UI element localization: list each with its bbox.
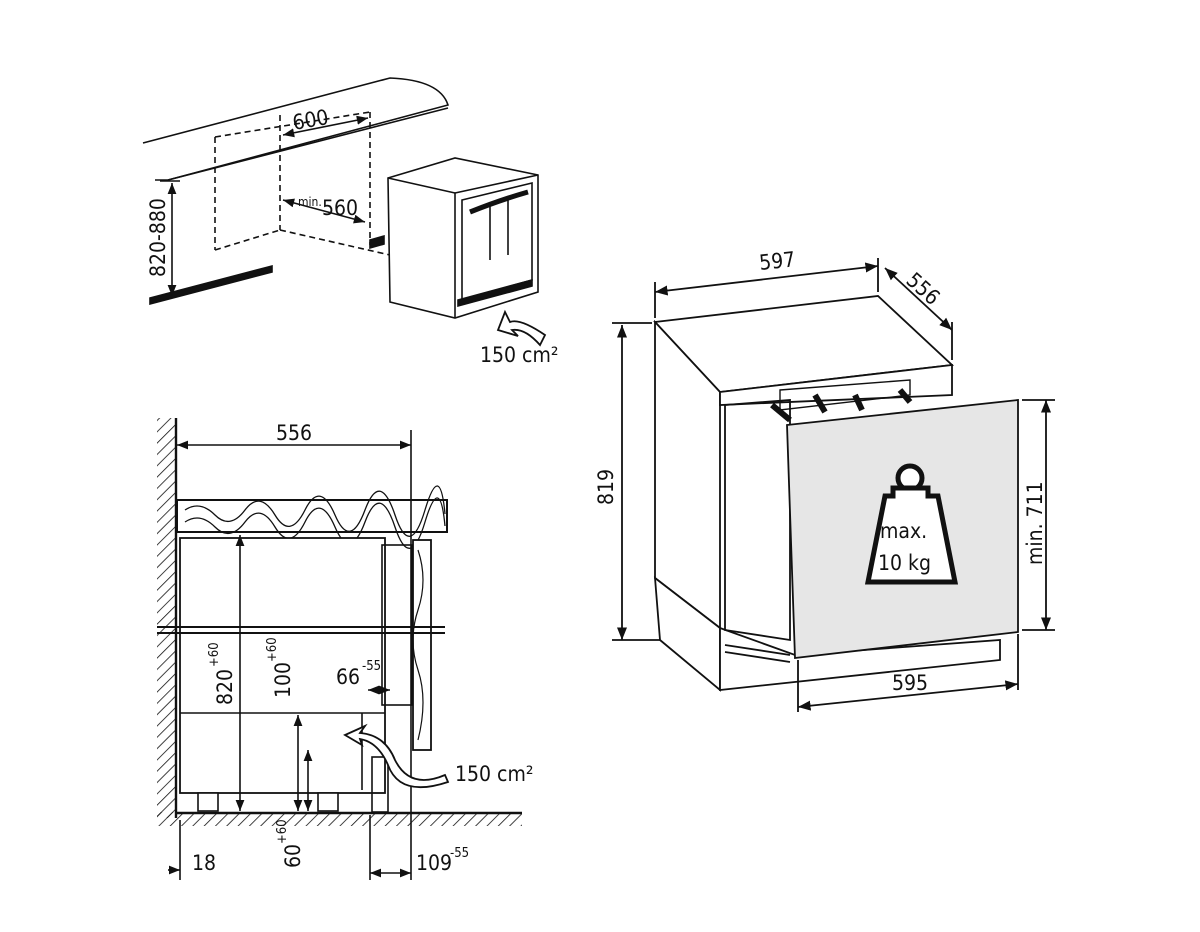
label-door-width: 595 — [892, 671, 928, 695]
ventilation-arrow-top — [496, 309, 547, 347]
label-depth-side: 556 — [276, 421, 312, 445]
wall-hatch — [157, 418, 175, 818]
side-section-view — [157, 418, 522, 880]
appliance-perspective-view — [612, 258, 1055, 712]
label-height-base: 820 — [213, 669, 237, 705]
label-foot-offset: 18 — [192, 851, 216, 875]
worktop-outline — [142, 77, 450, 181]
plinth-panel-section — [371, 756, 389, 813]
label-ventilation-side: 150 cm² — [455, 762, 533, 786]
foot-rear — [317, 792, 339, 812]
label-gap-base: 66 — [336, 665, 360, 689]
label-foot-height-tol: +60 — [275, 819, 290, 844]
dim-line-560 — [282, 198, 366, 224]
label-width: 597 — [758, 247, 796, 275]
label-door-height: min. 711 — [1023, 481, 1047, 565]
niche-perspective-view — [142, 77, 547, 347]
label-plinth-tol: +60 — [265, 637, 280, 662]
dim-line-595 — [797, 680, 1019, 711]
label-max-load-line2: 10 kg — [878, 551, 931, 575]
label-height-tol: +60 — [207, 642, 222, 667]
label-niche-height: 820-880 — [146, 198, 170, 277]
ventilation-arrow-side — [343, 723, 450, 789]
label-back-tol: -55 — [450, 846, 469, 861]
weight-icon — [864, 463, 959, 585]
dim-line-600 — [282, 115, 369, 138]
label-depth: 556 — [902, 268, 945, 310]
label-back-base: 109 — [416, 851, 452, 875]
worktop-section — [176, 499, 448, 533]
floor-hatch — [157, 812, 522, 826]
label-min: min. — [298, 195, 322, 209]
foot-front — [197, 792, 219, 812]
dim-line-597 — [654, 262, 879, 296]
cabinet-body-section — [179, 537, 386, 794]
label-max-load-line1: max. — [880, 519, 927, 543]
dim-line-556-right — [884, 267, 953, 331]
label-height: 819 — [594, 469, 618, 505]
label-plinth-base: 100 — [271, 662, 295, 698]
label-min-depth: 560 — [322, 196, 358, 220]
label-foot-height-base: 60 — [281, 844, 305, 868]
label-gap-tol: -55 — [362, 659, 381, 674]
label-ventilation-top: 150 cm² — [480, 343, 558, 367]
floor-skirting — [149, 264, 273, 306]
appliance-box-small — [387, 157, 539, 319]
label-niche-width: 600 — [291, 105, 331, 135]
